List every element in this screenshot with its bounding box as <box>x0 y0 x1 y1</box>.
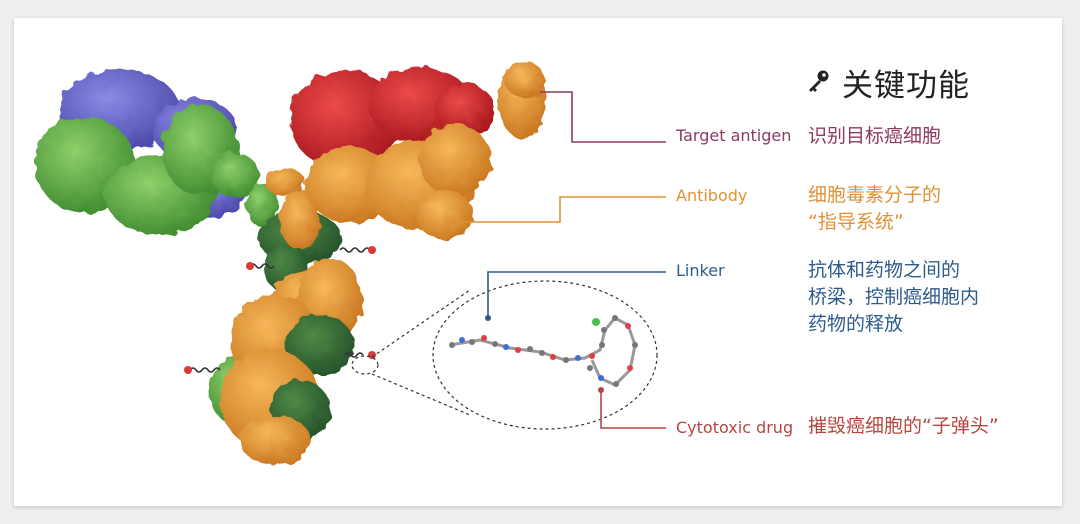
label-linker: Linker <box>676 261 725 280</box>
antibody-fab-left <box>35 70 259 235</box>
desc-target-antigen: 识别目标癌细胞 <box>808 125 942 147</box>
attached-payloads <box>184 246 376 374</box>
leader-linker <box>487 271 666 318</box>
key-functions-heading: 关键功能 <box>806 60 970 105</box>
antibody-fc <box>209 258 362 465</box>
leader-lines <box>462 91 666 429</box>
label-antibody: Antibody <box>676 186 748 205</box>
target-antigen-molecule <box>498 62 546 138</box>
drug-molecule-model <box>449 315 638 387</box>
label-target-antigen: Target antigen <box>676 126 792 145</box>
leader-antibody <box>462 196 666 223</box>
leader-target-antigen <box>540 91 666 143</box>
desc-linker: 抗体和药物之间的 桥梁，控制癌细胞内 药物的释放 <box>808 259 980 335</box>
desc-antibody: 细胞毒素分子的 “指导系统” <box>808 184 942 233</box>
heading-text: 关键功能 <box>842 68 970 104</box>
key-icon <box>806 68 832 98</box>
antibody-fab-right <box>290 67 495 240</box>
leader-cytotoxic-drug <box>600 390 666 429</box>
zoom-callout <box>351 280 658 430</box>
label-cytotoxic-drug: Cytotoxic drug <box>676 418 794 437</box>
desc-cytotoxic-drug: 摧毁癌细胞的“子弹头” <box>808 415 999 437</box>
